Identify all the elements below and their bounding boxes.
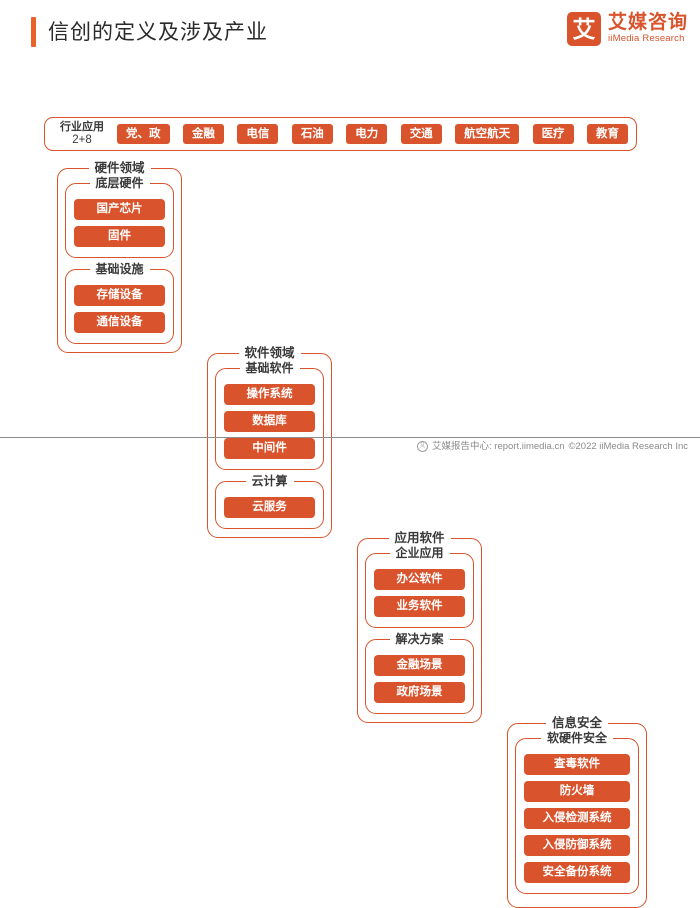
- pillar-item-chip[interactable]: 存储设备: [74, 285, 165, 306]
- footer-copyright: ©2022 iiMedia Research Inc: [568, 441, 688, 452]
- logo-text: 艾媒咨询 iiMedia Research: [608, 13, 688, 45]
- pillar-item-chip[interactable]: 入侵检测系统: [524, 808, 630, 829]
- title-accent-bar: [31, 17, 36, 47]
- pillar-column-title: 信息安全: [545, 715, 609, 731]
- pillar-item-chip[interactable]: 政府场景: [374, 682, 465, 703]
- pillar-column: 硬件领域底层硬件国产芯片固件基础设施存储设备通信设备: [57, 160, 182, 353]
- banner-label-line1: 行业应用: [60, 121, 104, 133]
- industry-chip[interactable]: 交通: [400, 124, 442, 144]
- pillar-column-title: 应用软件: [388, 530, 451, 546]
- pillar-item-chip[interactable]: 查毒软件: [524, 754, 630, 775]
- pillar-columns: 硬件领域底层硬件国产芯片固件基础设施存储设备通信设备软件领域基础软件操作系统数据…: [44, 160, 647, 908]
- industry-chip[interactable]: 电力: [346, 124, 388, 144]
- pillar-group-title: 基础软件: [239, 360, 300, 376]
- pillar-item-chip[interactable]: 国产芯片: [74, 199, 165, 220]
- pillar-item-chip[interactable]: 中间件: [224, 438, 315, 459]
- pillar-item-chip[interactable]: 固件: [74, 226, 165, 247]
- footer-badge-icon: 艾: [417, 441, 428, 452]
- industry-chip[interactable]: 石油: [291, 124, 333, 144]
- pillar-item-chip[interactable]: 办公软件: [374, 569, 465, 590]
- pillar-column: 软件领域基础软件操作系统数据库中间件云计算云服务: [207, 345, 332, 538]
- pillar-group-title: 基础设施: [89, 261, 150, 277]
- footer-source: 艾媒报告中心: report.iimedia.cn: [432, 441, 565, 452]
- footer: 艾 艾媒报告中心: report.iimedia.cn ©2022 iiMedi…: [417, 440, 688, 453]
- pillar-item-chip[interactable]: 安全备份系统: [524, 862, 630, 883]
- pillar-group-title: 云计算: [245, 473, 294, 489]
- pillar-item-chip[interactable]: 防火墙: [524, 781, 630, 802]
- pillar-item-chip[interactable]: 业务软件: [374, 596, 465, 617]
- pillar-group: 企业应用办公软件业务软件: [365, 545, 474, 628]
- brand-logo: 艾 艾媒咨询 iiMedia Research: [566, 12, 688, 46]
- pillar-group: 软硬件安全查毒软件防火墙入侵检测系统入侵防御系统安全备份系统: [515, 730, 639, 894]
- pillar-item-chip[interactable]: 云服务: [224, 497, 315, 518]
- banner-label-line2: 2+8: [72, 134, 92, 146]
- industry-chip[interactable]: 医疗: [532, 124, 574, 144]
- pillar-group: 基础设施存储设备通信设备: [65, 261, 174, 344]
- pillar-group-title: 软硬件安全: [540, 730, 614, 746]
- pillar-item-chip[interactable]: 入侵防御系统: [524, 835, 630, 856]
- logo-name-cn: 艾媒咨询: [607, 12, 688, 33]
- pillar-item-chip[interactable]: 操作系统: [224, 384, 315, 405]
- industry-chip-list: 党、政金融电信石油电力交通航空航天医疗教育: [113, 124, 630, 144]
- pillar-item-chip[interactable]: 数据库: [224, 411, 315, 432]
- pillar-group-title: 解决方案: [389, 631, 450, 647]
- header: 信创的定义及涉及产业 艾 艾媒咨询 iiMedia Research: [0, 0, 700, 72]
- logo-mark-glyph: 艾: [572, 15, 596, 42]
- logo-name-en: iiMedia Research: [607, 33, 685, 44]
- pillar-column-title: 硬件领域: [88, 160, 151, 176]
- industry-application-banner: 行业应用 2+8 党、政金融电信石油电力交通航空航天医疗教育: [44, 117, 637, 151]
- footer-divider: [0, 437, 700, 438]
- pillar-item-chip[interactable]: 金融场景: [374, 655, 465, 676]
- pillar-column: 应用软件企业应用办公软件业务软件解决方案金融场景政府场景: [357, 530, 482, 723]
- pillar-group-title: 企业应用: [389, 545, 450, 561]
- industry-chip[interactable]: 电信: [237, 124, 279, 144]
- pillar-group: 底层硬件国产芯片固件: [65, 175, 174, 258]
- pillar-group-title: 底层硬件: [89, 175, 150, 191]
- pillar-group: 基础软件操作系统数据库中间件: [215, 360, 324, 470]
- industry-chip[interactable]: 党、政: [117, 124, 170, 144]
- logo-mark-icon: 艾: [566, 12, 601, 46]
- industry-chip[interactable]: 金融: [182, 124, 224, 144]
- pillar-group: 解决方案金融场景政府场景: [365, 631, 474, 714]
- pillar-group: 云计算云服务: [215, 473, 324, 529]
- industry-chip[interactable]: 航空航天: [455, 124, 520, 144]
- pillar-column: 信息安全软硬件安全查毒软件防火墙入侵检测系统入侵防御系统安全备份系统: [507, 715, 647, 908]
- industry-chip[interactable]: 教育: [587, 124, 628, 144]
- pillar-column-title: 软件领域: [238, 345, 301, 361]
- pillar-item-chip[interactable]: 通信设备: [74, 312, 165, 333]
- banner-label: 行业应用 2+8: [51, 121, 113, 147]
- page-title: 信创的定义及涉及产业: [48, 21, 268, 44]
